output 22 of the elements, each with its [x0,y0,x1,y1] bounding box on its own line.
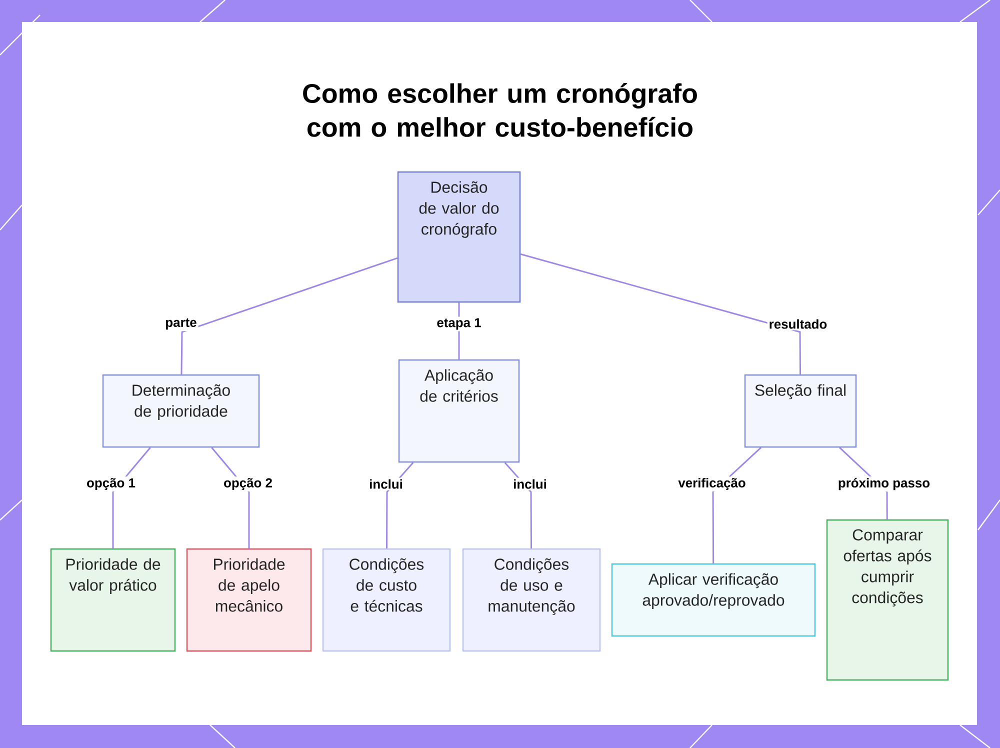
process-box: Aplicação de critérios [398,359,520,463]
edge-label: verificação [676,476,748,492]
connector-line [180,257,398,374]
connector-line [520,253,802,374]
edge-label: opção 2 [222,476,274,492]
edge-label: inclui [368,478,404,490]
edge-label: resultado [767,318,829,330]
edge-label: próximo passo [836,476,932,492]
title: Como escolher um cronógrafo com o melhor custo-benefício [303,83,697,137]
edge-label: inclui [512,478,548,490]
process-box: Decisão de valor do cronógrafo [397,171,521,303]
process-box: Seleção final [744,374,857,448]
process-box: Prioridade de apelo mecânico [186,548,312,652]
process-box: Prioridade de valor prático [50,548,176,652]
process-box: Aplicar verificação aprovado/reprovado [611,563,816,637]
process-box: Comparar ofertas após cumprir condições [826,519,949,681]
edge-label: parte [164,316,198,332]
edge-label: etapa 1 [435,316,483,332]
process-box: Condições de custo e técnicas [322,548,451,652]
edge-label: opção 1 [85,476,137,492]
process-box: Condições de uso e manutenção [462,548,601,652]
process-box: Determinação de prioridade [102,374,260,448]
